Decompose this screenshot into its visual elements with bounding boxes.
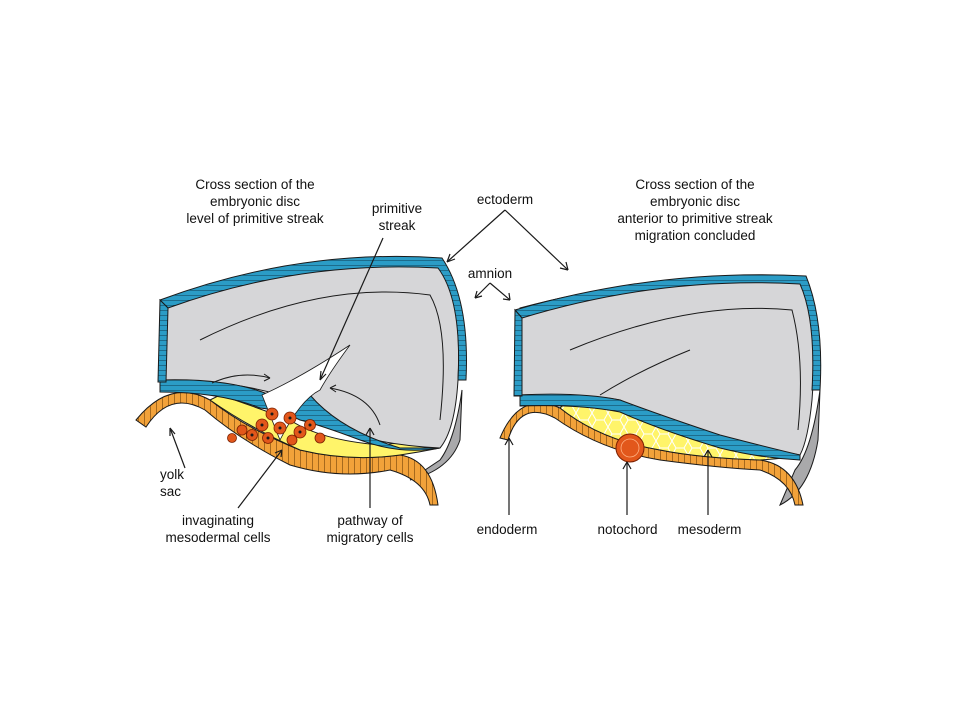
left-title-line-2: embryonic disc (209, 194, 301, 209)
right-disc (499, 274, 822, 507)
label-invaginating-line-1: invaginating (181, 513, 255, 528)
left-inner-line (199, 291, 444, 421)
right-title-line-1: Cross section of the (635, 177, 755, 192)
left-endoderm (135, 392, 439, 506)
label-pathway-line-1: pathway of (337, 513, 403, 528)
right-fold-line (599, 349, 691, 396)
label-primitive-streak: primitive streak (352, 200, 442, 234)
left-amnion-side (157, 298, 169, 383)
label-pathway-of-migratory-cells: pathway of migratory cells (305, 512, 435, 546)
right-title-line-3: anterior to primitive streak (617, 211, 773, 226)
arrowhead (329, 384, 337, 393)
mesodermal-nuclei (250, 412, 312, 440)
notochord-inner (620, 438, 640, 458)
label-primitive-streak-line-1: primitive (371, 201, 423, 216)
label-mesoderm: mesoderm (677, 522, 742, 537)
left-migration-arrow-1 (211, 374, 271, 384)
right-title-line-4: migration concluded (634, 228, 756, 243)
label-invaginating-line-2: mesodermal cells (165, 530, 271, 545)
label-yolk-sac-line-1: yolk (160, 467, 185, 482)
arrowhead (263, 373, 271, 382)
label-yolk-sac: yolk sac (160, 466, 210, 500)
left-disc (135, 255, 467, 506)
label-notochord: notochord (597, 522, 658, 537)
leader-lines (169, 209, 713, 515)
label-amnion: amnion (467, 266, 513, 281)
label-invaginating-mesodermal-cells: invaginating mesodermal cells (148, 512, 288, 546)
right-inner-line (569, 307, 801, 431)
right-title-line-2: embryonic disc (649, 194, 741, 209)
left-title-line-1: Cross section of the (195, 177, 315, 192)
left-title-line-3: level of primitive streak (186, 211, 324, 226)
right-amnion-side (513, 308, 523, 397)
left-yolk-sac-side (409, 389, 463, 481)
label-pathway-line-2: migratory cells (326, 530, 414, 545)
left-migration-arrow-2 (329, 387, 381, 426)
left-amnion-roof (159, 255, 467, 381)
right-ectoderm-floor (519, 393, 801, 461)
label-yolk-sac-line-2: sac (160, 484, 182, 499)
label-endoderm: endoderm (476, 522, 538, 537)
left-title: Cross section of the embryonic disc leve… (160, 176, 350, 227)
label-ectoderm: ectoderm (476, 192, 534, 207)
right-title: Cross section of the embryonic disc ante… (595, 176, 795, 244)
label-primitive-streak-line-2: streak (378, 218, 416, 233)
notochord-shape (615, 433, 645, 463)
right-amnion-roof (514, 274, 822, 391)
